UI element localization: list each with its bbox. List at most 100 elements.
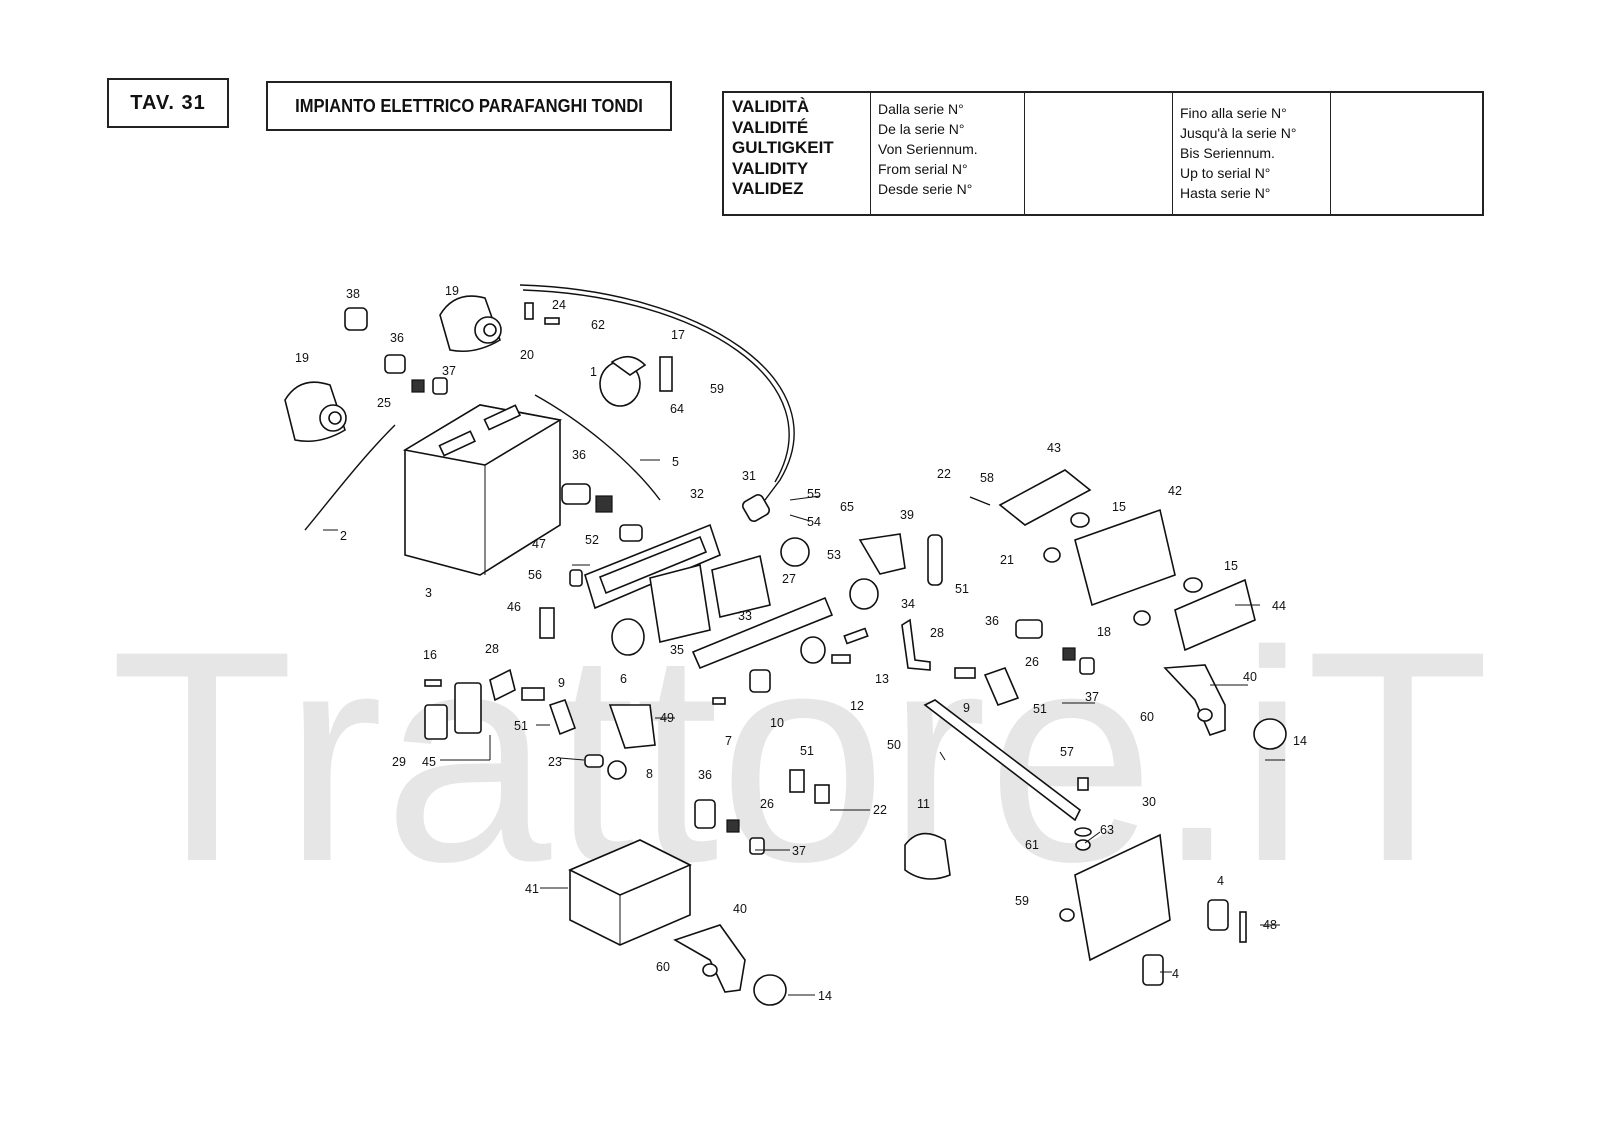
headlight-right	[439, 295, 502, 353]
callout-57: 57	[1060, 745, 1074, 759]
callout-14: 14	[1293, 734, 1307, 748]
callout-29: 29	[392, 755, 406, 769]
from-serial-label: De la serie N°	[878, 121, 965, 137]
nut-59-bottom	[1059, 908, 1075, 922]
switch-9-left	[521, 687, 545, 701]
validity-label: VALIDITÀ	[732, 97, 810, 116]
connector-37-right	[1079, 657, 1095, 675]
callout-36b: 36	[572, 448, 586, 462]
callout-59: 59	[710, 382, 724, 396]
clip-47	[569, 569, 583, 587]
callout-56: 56	[528, 568, 542, 582]
fuse-16	[424, 679, 442, 687]
callout-3: 3	[425, 586, 432, 600]
key-13	[843, 627, 869, 645]
callout-47: 47	[532, 537, 546, 551]
callout-37c: 37	[792, 844, 806, 858]
callout-26: 26	[1025, 655, 1039, 669]
table-number-box: TAV. 31	[107, 78, 229, 128]
connector-31	[742, 494, 770, 522]
callout-60b: 60	[656, 960, 670, 974]
callout-36d: 36	[698, 768, 712, 782]
callout-9: 9	[558, 676, 565, 690]
callout-15b: 15	[1224, 559, 1238, 573]
callout-49: 49	[660, 711, 674, 725]
bulb-15-upper	[1070, 512, 1090, 528]
key-switch-12	[800, 636, 851, 664]
connector-36-top	[384, 354, 406, 374]
callout-44: 44	[1272, 599, 1286, 613]
callout-33: 33	[738, 609, 752, 623]
callout-42: 42	[1168, 484, 1182, 498]
callout-24: 24	[552, 298, 566, 312]
switch-6	[611, 618, 645, 656]
ignition-switch-34	[849, 578, 879, 610]
headlight-left	[284, 381, 347, 443]
callout-31: 31	[742, 469, 756, 483]
fuse-48	[1239, 911, 1247, 943]
wiring-harness	[519, 284, 795, 501]
from-serial-label: Desde serie N°	[878, 181, 973, 197]
switch-51-left	[548, 698, 577, 736]
connector-36-mid	[561, 483, 591, 505]
callout-21: 21	[1000, 553, 1014, 567]
to-serial-label: Fino alla serie N°	[1180, 105, 1287, 121]
to-serial-label: Bis Seriennum.	[1180, 145, 1275, 161]
callout-32: 32	[690, 487, 704, 501]
callout-37b: 37	[1085, 690, 1099, 704]
table-number: TAV. 31	[130, 91, 206, 114]
callout-25: 25	[377, 396, 391, 410]
to-serial-label: Hasta serie N°	[1180, 185, 1271, 201]
callout-41: 41	[525, 882, 539, 896]
callout-15: 15	[1112, 500, 1126, 514]
battery	[402, 404, 563, 576]
callout-4b: 4	[1172, 967, 1179, 981]
connector-26-low	[726, 819, 740, 833]
instrument-panel-32	[584, 523, 721, 610]
callout-1: 1	[590, 365, 597, 379]
nut-60-right	[1197, 708, 1213, 722]
page-title: IMPIANTO ELETTRICO PARAFANGHI TONDI	[295, 95, 643, 116]
callout-28b: 28	[930, 626, 944, 640]
callout-10: 10	[770, 716, 784, 730]
callout-7: 7	[725, 734, 732, 748]
bolt-57	[1077, 777, 1089, 791]
callout-55: 55	[807, 487, 821, 501]
license-plate-30	[1074, 833, 1171, 962]
callout-60: 60	[1140, 710, 1154, 724]
callout-37: 37	[442, 364, 456, 378]
callout-2: 2	[340, 529, 347, 543]
callout-38: 38	[346, 287, 360, 301]
to-serial-label: Jusqu'à la serie N°	[1180, 125, 1297, 141]
callout-40: 40	[1243, 670, 1257, 684]
callout-22b: 22	[873, 803, 887, 817]
callout-numbers: 1 2 3 4 4 5 6 7 8 9 9 10 11 12 13 14 14 …	[295, 284, 1307, 1003]
lamp-lens-43	[998, 469, 1092, 526]
reflector-14-right	[1253, 718, 1287, 750]
callout-26b: 26	[760, 797, 774, 811]
connector-4-lower	[1142, 954, 1164, 986]
callout-51c: 51	[1033, 702, 1047, 716]
callout-63: 63	[1100, 823, 1114, 837]
callout-22: 22	[937, 467, 951, 481]
callout-8: 8	[646, 767, 653, 781]
callout-64: 64	[670, 402, 684, 416]
bracket-39	[858, 533, 906, 575]
support-bar-50	[923, 699, 1082, 822]
callout-52: 52	[585, 533, 599, 547]
rear-lamp-42	[1074, 508, 1176, 607]
validity-label: GULTIGKEIT	[732, 138, 834, 157]
callout-61: 61	[1025, 838, 1039, 852]
clip-20-24	[524, 302, 560, 325]
battery-cable-2	[304, 424, 396, 531]
connector-37-low	[749, 837, 765, 855]
bracket-46	[539, 607, 555, 639]
callout-36c: 36	[985, 614, 999, 628]
lamp-lens-44	[1174, 578, 1256, 652]
relay-box-33	[711, 554, 771, 618]
callout-53: 53	[827, 548, 841, 562]
callout-50: 50	[887, 738, 901, 752]
bulb-15-lower	[1183, 577, 1203, 593]
to-serial-labels: Fino alla serie N° Jusqu'à la serie N° B…	[1180, 103, 1296, 214]
horn	[599, 355, 647, 407]
